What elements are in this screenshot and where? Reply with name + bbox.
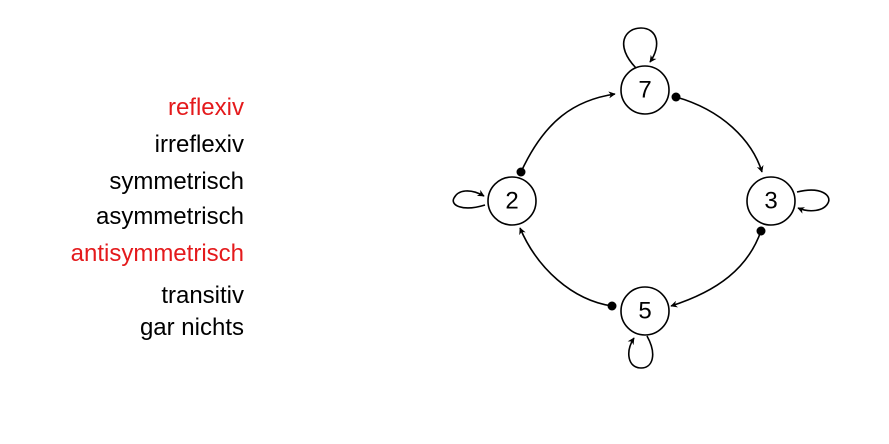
property-asymmetrisch: asymmetrisch — [95, 203, 244, 230]
edge-tail-dot-7 — [671, 92, 681, 102]
property-antisymmetrisch: antisymmetrisch — [70, 240, 244, 267]
node-3: 3 — [746, 176, 796, 226]
node-7-label: 7 — [638, 77, 651, 104]
relation-properties-list: reflexiv irreflexiv symmetrisch asymmetr… — [0, 0, 244, 444]
edge-3-to-5 — [670, 230, 762, 308]
edge-5-to-2 — [519, 227, 613, 307]
property-irreflexiv: irreflexiv — [154, 131, 244, 158]
node-3-label: 3 — [764, 188, 777, 215]
loop-3 — [796, 189, 830, 214]
property-gar-nichts: gar nichts — [139, 314, 244, 341]
edge-tail-dot-3 — [756, 226, 766, 236]
node-2: 2 — [487, 176, 537, 226]
loop-5 — [627, 335, 654, 369]
edge-7-to-3 — [675, 96, 764, 173]
edge-tail-dot-2 — [516, 167, 526, 177]
loop-2 — [452, 189, 486, 209]
loop-7 — [622, 27, 658, 69]
property-symmetrisch: symmetrisch — [109, 168, 244, 195]
property-reflexiv: reflexiv — [167, 94, 244, 121]
node-5-label: 5 — [638, 298, 651, 325]
edge-2-to-7 — [520, 91, 616, 173]
node-5: 5 — [620, 286, 670, 336]
property-transitiv: transitiv — [161, 282, 244, 309]
edge-tail-dot-5 — [607, 301, 617, 311]
node-7: 7 — [620, 65, 670, 115]
node-2-label: 2 — [505, 188, 518, 215]
